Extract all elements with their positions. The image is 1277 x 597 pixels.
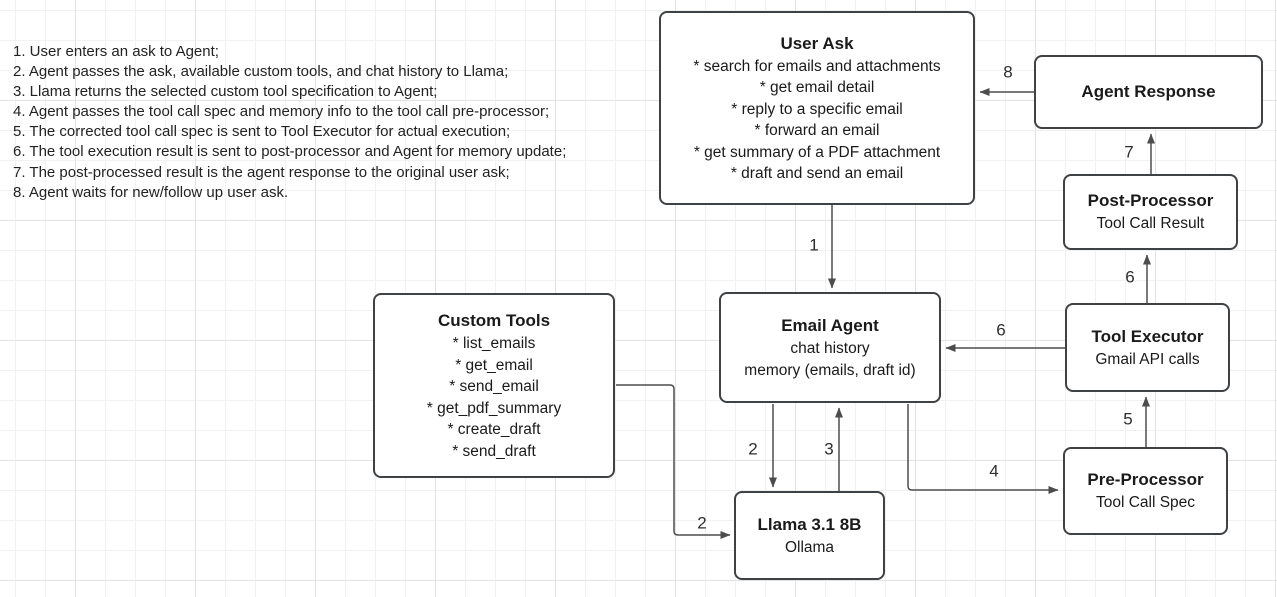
edge-label-6-to-post: 6 (1125, 267, 1135, 287)
node-user-ask: User Ask * search for emails and attachm… (659, 11, 975, 205)
node-pre-processor-title: Pre-Processor (1087, 470, 1204, 490)
node-pre-processor: Pre-Processor Tool Call Spec (1063, 447, 1228, 535)
step-note-7: 7. The post-processed result is the agen… (13, 163, 510, 181)
node-custom-tools-item: * get_email (455, 356, 533, 374)
node-tool-executor-subtitle: Gmail API calls (1095, 350, 1200, 368)
node-user-ask-item: * draft and send an email (730, 165, 904, 182)
edge-label-7: 7 (1124, 142, 1134, 162)
step-note-8: 8. Agent waits for new/follow up user as… (13, 183, 289, 201)
node-llama-subtitle: Ollama (784, 538, 835, 556)
edge-label-4: 4 (989, 461, 999, 481)
node-user-ask-item: * reply to a specific email (731, 100, 903, 118)
node-user-ask-item: * forward an email (754, 122, 880, 139)
step-note-3: 3. Llama returns the selected custom too… (13, 83, 438, 101)
node-llama: Llama 3.1 8B Ollama (734, 491, 885, 580)
node-email-agent-item: memory (emails, draft id) (744, 361, 916, 379)
node-user-ask-item: * search for emails and attachments (693, 57, 941, 75)
node-post-processor-subtitle: Tool Call Result (1096, 215, 1205, 233)
edge-label-8: 8 (1003, 62, 1013, 82)
node-custom-tools-item: * create_draft (447, 421, 541, 438)
node-user-ask-item: * get email detail (759, 79, 875, 96)
node-agent-response: Agent Response (1034, 55, 1263, 129)
edge-label-3: 3 (824, 439, 834, 459)
edge-label-2-agent-llama: 2 (748, 439, 758, 459)
node-agent-response-title: Agent Response (1081, 82, 1216, 101)
edge-label-2-tools-llama: 2 (697, 513, 707, 533)
node-custom-tools-item: * send_draft (452, 442, 536, 460)
edge-label-5: 5 (1123, 409, 1133, 429)
node-user-ask-item: * get summary of a PDF attachment (693, 143, 941, 161)
step-note-1: 1. User enters an ask to Agent; (13, 43, 219, 60)
node-custom-tools-item: * send_email (449, 378, 539, 395)
edge-label-6-to-agent: 6 (996, 320, 1006, 340)
node-pre-processor-subtitle: Tool Call Spec (1095, 494, 1196, 512)
step-note-5: 5. The corrected tool call spec is sent … (13, 123, 511, 141)
node-tool-executor: Tool Executor Gmail API calls (1065, 303, 1230, 392)
node-email-agent: Email Agent chat history memory (emails,… (719, 292, 941, 403)
step-note-6: 6. The tool execution result is sent to … (13, 143, 567, 161)
node-post-processor: Post-Processor Tool Call Result (1063, 174, 1238, 250)
node-email-agent-item: chat history (790, 340, 870, 357)
edge-label-1: 1 (809, 235, 819, 255)
edge-4-emailagent-to-preprocessor (907, 404, 1059, 494)
node-post-processor-title: Post-Processor (1087, 191, 1214, 211)
node-user-ask-title: User Ask (780, 33, 854, 53)
step-note-4: 4. Agent passes the tool call spec and m… (13, 103, 550, 121)
node-custom-tools: Custom Tools * list_emails * get_email *… (373, 293, 615, 478)
steps-legend: 1. User enters an ask to Agent; 2. Agent… (13, 42, 566, 203)
step-note-2: 2. Agent passes the ask, available custo… (13, 63, 509, 81)
node-custom-tools-item: * list_emails (452, 335, 536, 352)
node-llama-title: Llama 3.1 8B (757, 514, 862, 534)
node-custom-tools-title: Custom Tools (437, 311, 551, 330)
edge-2-customtools-to-llama (616, 384, 731, 539)
node-custom-tools-item: * get_pdf_summary (426, 399, 562, 417)
node-email-agent-title: Email Agent (781, 316, 879, 335)
node-tool-executor-title: Tool Executor (1091, 326, 1204, 346)
